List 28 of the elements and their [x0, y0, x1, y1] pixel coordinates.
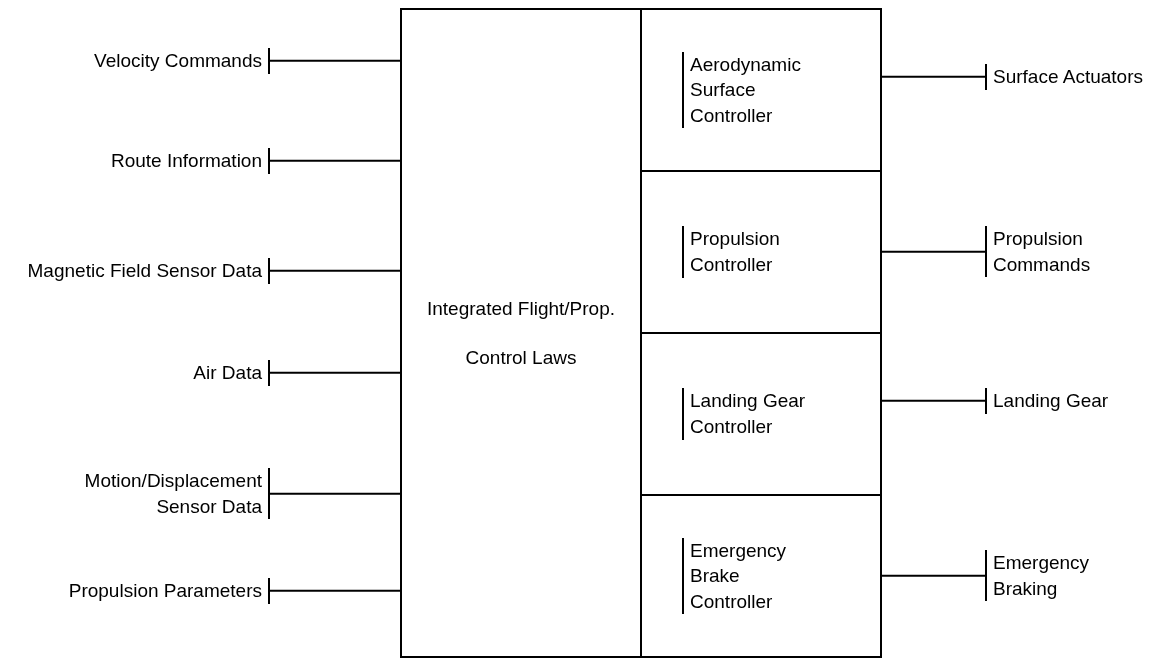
controller-label: Emergency Brake Controller — [682, 537, 820, 615]
controller-box — [640, 494, 882, 658]
output-signal-label: Surface Actuators — [985, 64, 1155, 90]
output-signal-label: Landing Gear — [985, 388, 1155, 414]
input-signal-label: Propulsion Parameters — [68, 578, 270, 604]
connector-line — [269, 589, 401, 592]
input-signal-label: Route Information — [110, 148, 270, 174]
input-signal-label: Air Data — [193, 360, 270, 386]
input-signal-label: Velocity Commands — [94, 48, 270, 74]
controller-label: Aerodynamic Surface Controller — [682, 51, 820, 129]
connector-line — [881, 250, 986, 253]
connector-line — [269, 159, 401, 162]
controller-box — [640, 8, 882, 172]
control-laws-box — [400, 8, 642, 658]
connector-line — [881, 75, 986, 78]
input-signal-label: Magnetic Field Sensor Data — [27, 258, 270, 284]
connector-line — [269, 269, 401, 272]
connector-line — [269, 371, 401, 374]
connector-line — [881, 574, 986, 577]
controller-label: Propulsion Controller — [682, 226, 820, 278]
input-signal-label: Motion/Displacement Sensor Data — [20, 468, 270, 520]
connector-line — [881, 399, 986, 402]
connector-line — [269, 59, 401, 62]
controller-label: Landing Gear Controller — [682, 388, 820, 440]
connector-line — [269, 492, 401, 495]
output-signal-label: Propulsion Commands — [985, 226, 1155, 278]
control-laws-label: Integrated Flight/Prop. Control Laws — [426, 296, 616, 370]
output-signal-label: Emergency Braking — [985, 550, 1155, 602]
